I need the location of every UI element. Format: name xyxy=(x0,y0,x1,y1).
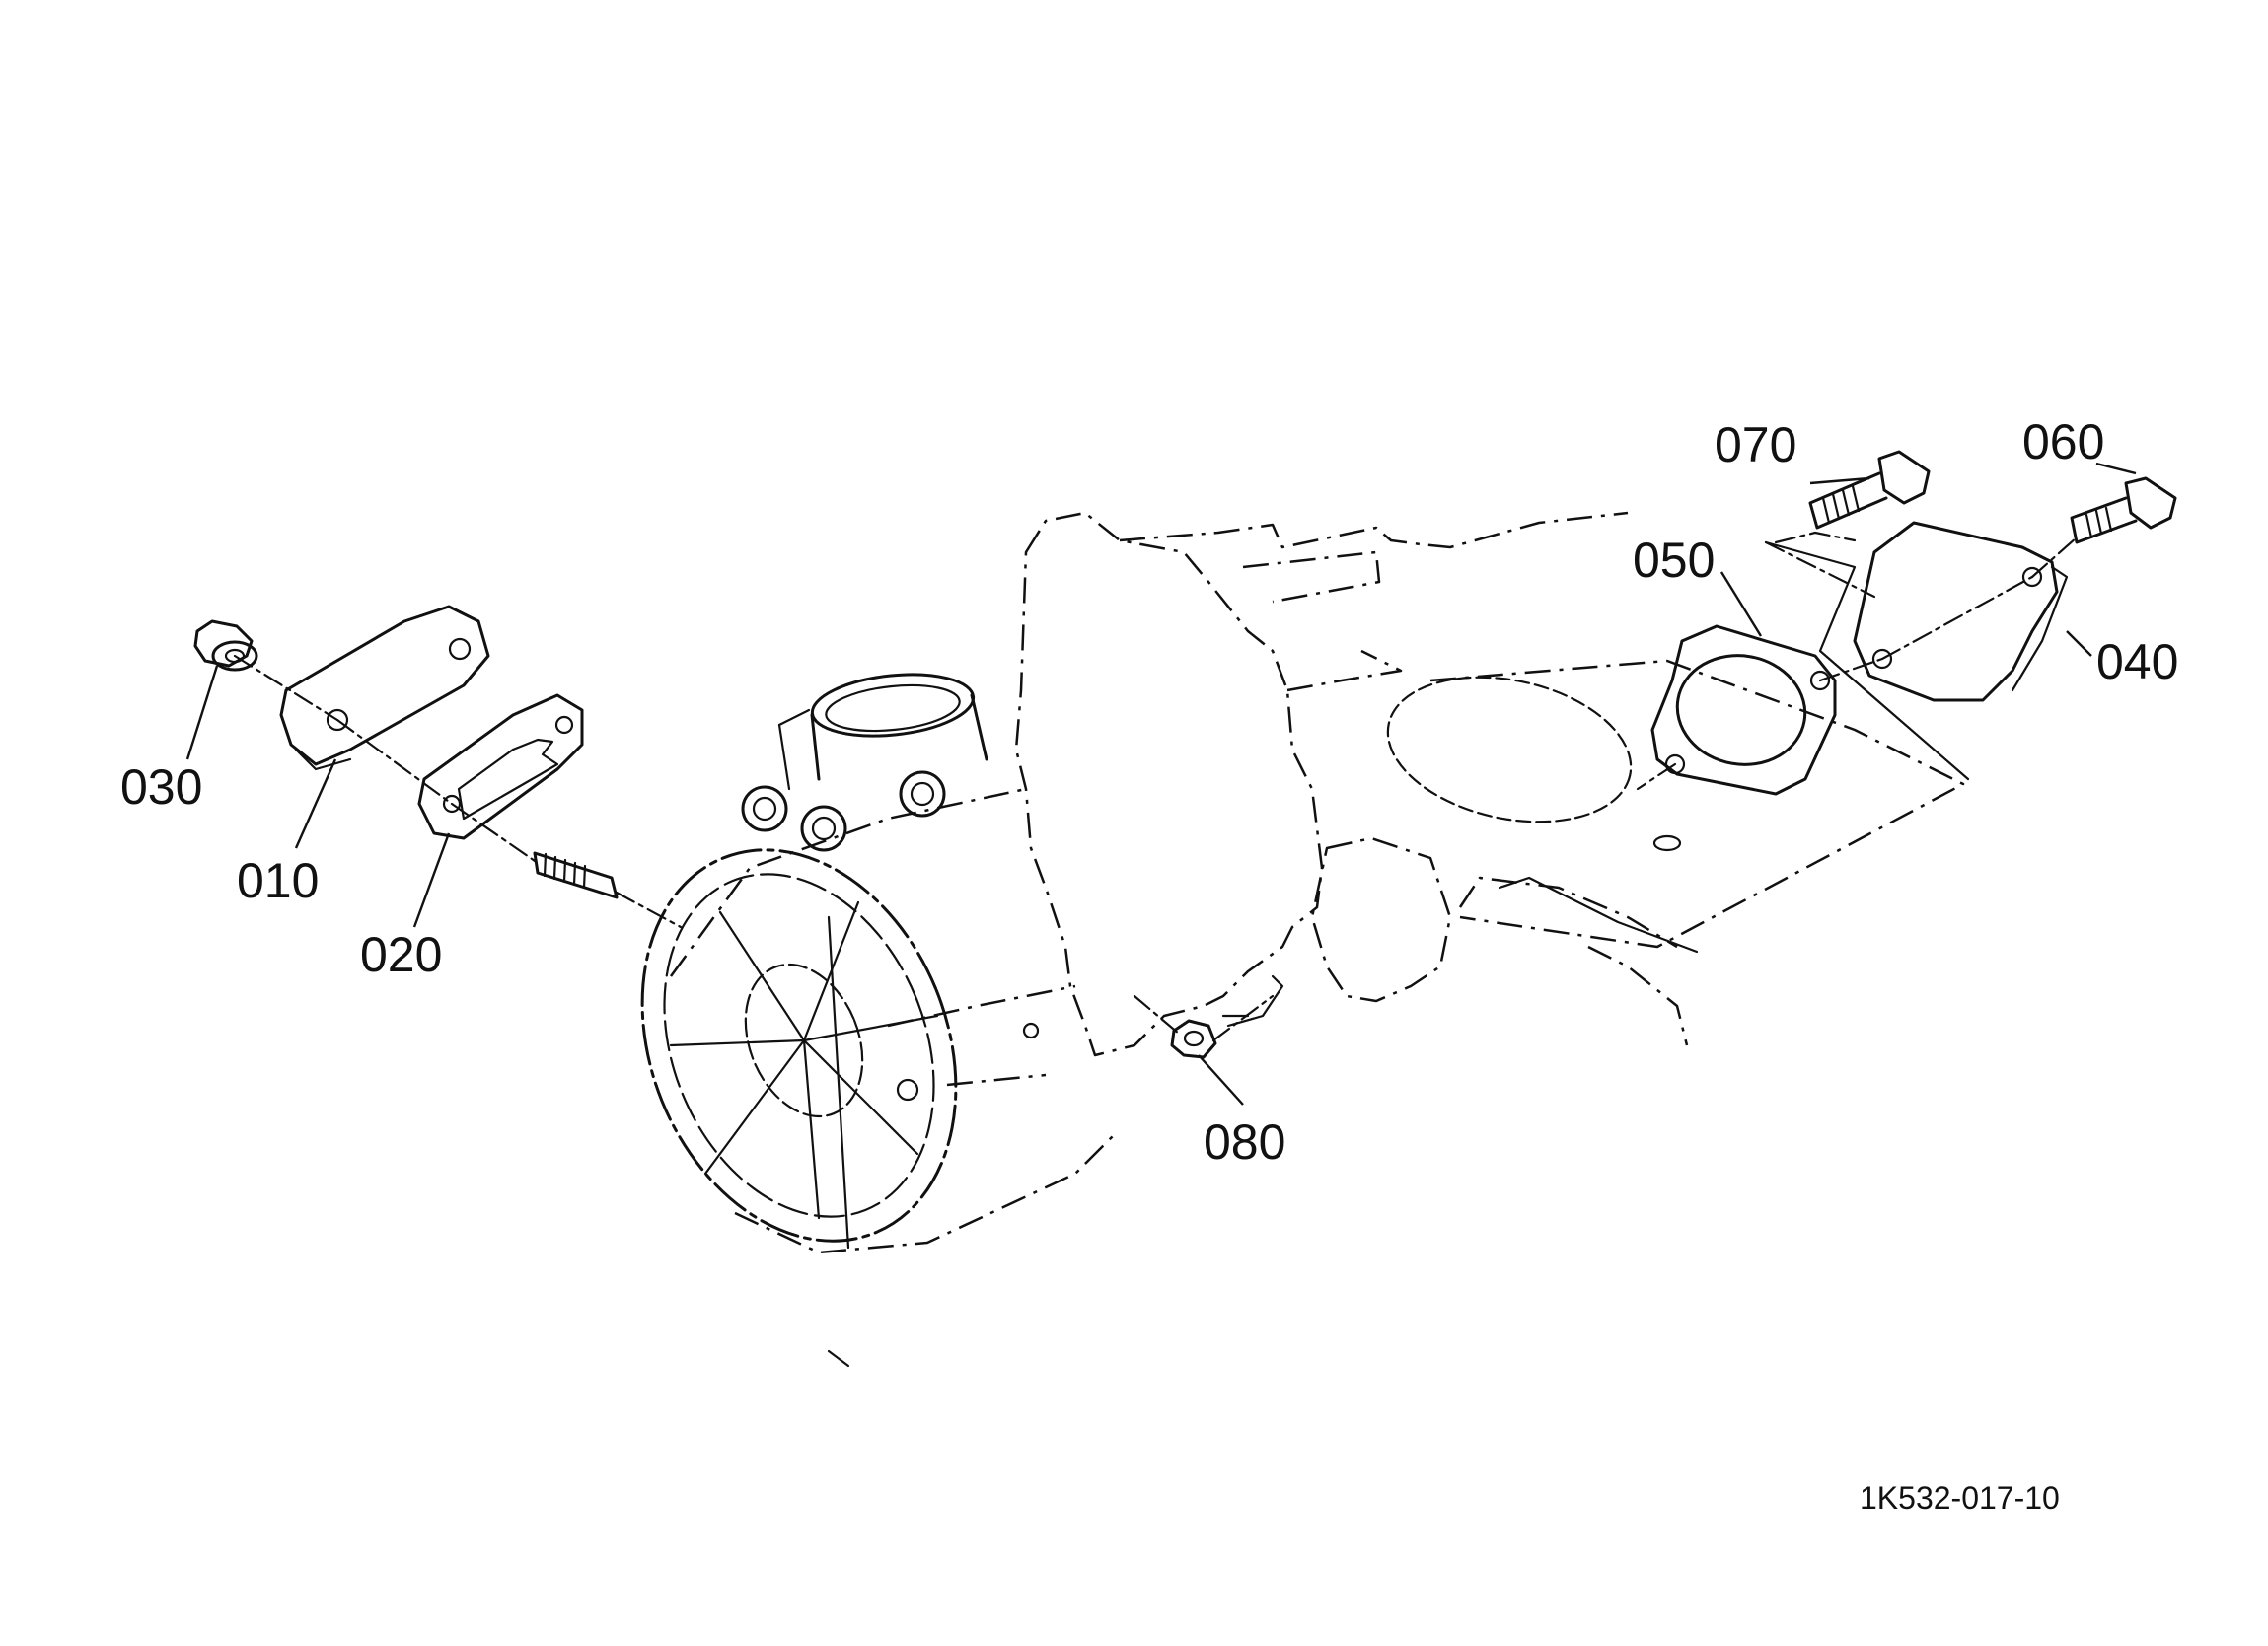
label-060: 060 xyxy=(2022,414,2104,469)
label-050: 050 xyxy=(1633,533,1715,588)
cover-plate-010 xyxy=(279,605,490,771)
nut-080 xyxy=(1170,974,1284,1059)
gasket-050 xyxy=(1650,624,1837,796)
label-010: 010 xyxy=(237,853,319,908)
assembly-center-lines xyxy=(233,531,2079,1042)
label-030: 030 xyxy=(120,759,202,815)
label-020: 020 xyxy=(360,927,442,982)
label-080: 080 xyxy=(1204,1114,1285,1170)
cover-plate-040 xyxy=(1853,521,2069,702)
engine-housing-outline xyxy=(1014,511,1970,1057)
part-labels: 030 010 020 080 050 070 060 040 xyxy=(120,414,2178,1170)
label-070: 070 xyxy=(1715,417,1796,472)
flange-nut-030 xyxy=(193,619,258,672)
leader-lines xyxy=(185,462,2137,1106)
bolt-070 xyxy=(1808,450,1931,530)
drawing-number: 1K532-017-10 xyxy=(1860,1480,2060,1516)
gasket-020 xyxy=(417,693,584,840)
bolt-060 xyxy=(2070,476,2177,544)
label-040: 040 xyxy=(2096,634,2178,689)
injection-pump-housing xyxy=(640,673,1116,1368)
stud-bolt xyxy=(533,851,619,899)
